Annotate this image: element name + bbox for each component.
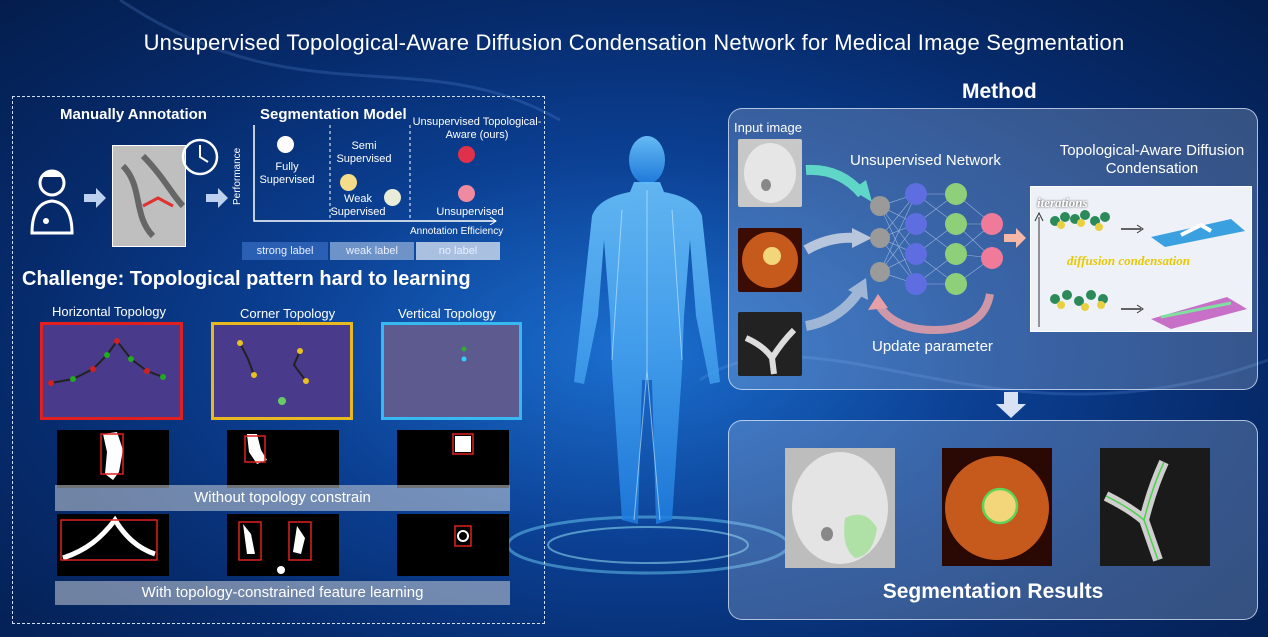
uta-point — [458, 146, 475, 163]
vertical-topology-label: Vertical Topology — [398, 306, 497, 321]
input-fundus-image — [738, 228, 802, 292]
input-flow-arrows — [803, 164, 872, 331]
performance-efficiency-axes — [253, 125, 497, 225]
with-result-3 — [397, 514, 509, 576]
arrow-down-icon — [996, 392, 1026, 418]
without-topology-banner: Without topology constrain — [55, 485, 510, 511]
segmentation-results-heading: Segmentation Results — [882, 580, 1104, 603]
strong-label-bar: strong label — [242, 242, 328, 260]
input-brain-image — [738, 139, 802, 207]
horizontal-topology-label: Horizontal Topology — [52, 304, 166, 319]
performance-axis-label: Performance — [232, 147, 243, 205]
weak-supervised-point — [384, 189, 401, 206]
iterations-label: iterations — [1037, 195, 1088, 210]
unsupervised-point — [458, 185, 475, 202]
arrow-right-icon — [1004, 228, 1026, 248]
neural-network-diagram — [870, 183, 1003, 295]
doctor-icon — [30, 169, 74, 235]
weak-supervised-label: Weak Supervised — [330, 193, 386, 218]
result-brain-image — [785, 448, 895, 568]
fully-supervised-label: Fully Supervised — [259, 161, 315, 186]
human-body-illustration — [574, 136, 720, 524]
unsupervised-label: Unsupervised — [436, 206, 504, 218]
arrow-right-icon — [206, 188, 228, 208]
input-vessel-image — [738, 312, 802, 376]
manual-annotation-heading: Manually Annotation — [60, 106, 207, 123]
update-arrow — [868, 293, 994, 335]
challenge-heading: Challenge: Topological pattern hard to l… — [22, 268, 471, 290]
semi-supervised-point — [340, 174, 357, 191]
clock-icon — [181, 138, 219, 176]
corner-topology-label: Corner Topology — [240, 306, 336, 321]
challenge-panel — [12, 96, 545, 624]
method-heading: Method — [962, 80, 1037, 103]
update-parameter-label: Update parameter — [872, 338, 993, 355]
weak-label-bar: weak label — [330, 242, 414, 260]
with-result-2 — [227, 514, 339, 576]
unsupervised-network-label: Unsupervised Network — [850, 152, 1001, 169]
diffusion-condensation-label: diffusion condensation — [1067, 253, 1190, 268]
without-result-1 — [57, 430, 169, 488]
corner-topology-image — [211, 322, 353, 420]
annotation-image — [112, 145, 186, 247]
with-topology-banner: With topology-constrained feature learni… — [55, 581, 510, 605]
result-vessel-image — [1100, 448, 1210, 566]
horizontal-topology-image — [40, 322, 183, 420]
input-image-label: Input image — [734, 120, 802, 135]
no-label-bar: no label — [416, 242, 500, 260]
tadc-label: Topological-Aware Diffusion Condensation — [1059, 142, 1245, 177]
fully-supervised-point — [277, 136, 294, 153]
segmentation-model-heading: Segmentation Model — [260, 106, 407, 123]
arrow-right-icon — [84, 188, 106, 208]
without-result-2 — [227, 430, 339, 488]
result-fundus-image — [942, 448, 1052, 566]
without-result-3 — [397, 430, 509, 488]
uta-label: Unsupervised Topological-Aware (ours) — [412, 116, 542, 141]
efficiency-axis-label: Annotation Efficiency — [410, 226, 504, 237]
with-result-1 — [57, 514, 169, 576]
tadc-box: iterations diffusion condensation — [1030, 186, 1252, 332]
vertical-topology-image — [381, 322, 522, 420]
page-title: Unsupervised Topological-Aware Diffusion… — [143, 30, 1125, 55]
semi-supervised-label: Semi Supervised — [336, 140, 392, 165]
